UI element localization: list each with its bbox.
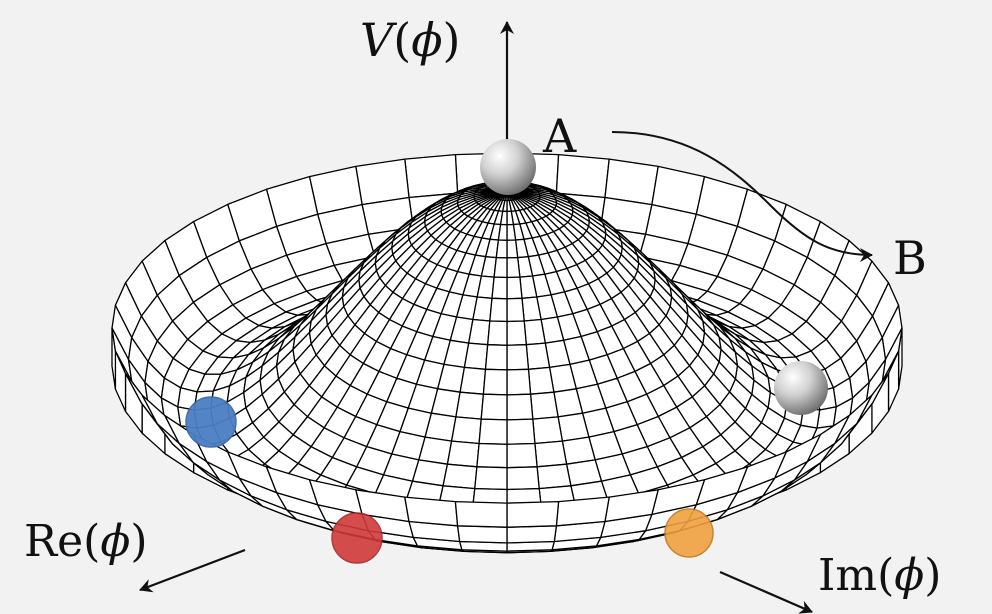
mesh-cell: [489, 297, 508, 323]
re-axis-label: Re(ϕ): [24, 516, 148, 567]
mesh-cell: [493, 256, 508, 279]
mesh-cell: [604, 158, 659, 206]
mesh-cell: [557, 412, 590, 442]
point-a-label: A: [542, 109, 577, 163]
potential-surface-mesh: [111, 152, 903, 554]
ball-blue: [185, 396, 237, 448]
mesh-cell: [484, 344, 508, 371]
mesh-cell: [482, 368, 508, 396]
mesh-cell: [456, 525, 508, 544]
mesh-cell: [506, 320, 527, 346]
mesh-cell: [468, 318, 491, 346]
mesh-cell: [525, 342, 551, 370]
re-axis-arrow: [139, 548, 246, 593]
mesh-cell: [506, 466, 540, 491]
ball-orange: [664, 508, 714, 558]
mesh-cell: [506, 442, 538, 469]
ball-right-gray: [774, 361, 828, 415]
mesh-cell: [463, 342, 489, 370]
mesh-cell: [446, 440, 480, 468]
mesh-cell: [506, 393, 534, 421]
mesh-cell: [495, 239, 508, 259]
mesh-cell: [506, 239, 519, 259]
ball-top-gray: [480, 139, 536, 195]
mesh-cell: [442, 463, 478, 490]
mesh-cell: [474, 466, 508, 491]
mesh-cell: [476, 442, 508, 469]
mesh-cell: [536, 463, 572, 490]
point-b-label: B: [893, 231, 927, 285]
mesh-cell: [506, 418, 536, 445]
im-axis-arrow: [719, 570, 813, 614]
mesh-cell: [534, 440, 568, 468]
mesh-cell: [506, 368, 532, 396]
mesh-cell: [555, 496, 610, 527]
mesh-cell: [506, 297, 525, 323]
mesh-cell: [523, 318, 546, 346]
mesh-cell: [491, 276, 508, 300]
mesh-cell: [532, 416, 564, 445]
im-axis-label: Im(ϕ): [818, 550, 941, 601]
mesh-cell: [506, 500, 560, 528]
mesh-cell: [506, 344, 530, 371]
mesh-cell: [527, 366, 555, 395]
a-to-b-arrow: [611, 131, 873, 262]
mesh-cell: [506, 276, 523, 300]
mesh-cell: [506, 525, 558, 544]
mesh-cell: [455, 391, 485, 420]
v-axis-label: V(ϕ): [360, 13, 461, 67]
mesh-cell: [355, 158, 410, 206]
mesh-cell: [404, 153, 459, 199]
mesh-cell: [454, 500, 508, 528]
mesh-cell: [478, 418, 508, 445]
mesh-cell: [497, 223, 508, 241]
mesh-cell: [459, 366, 487, 395]
mesh-cell: [487, 320, 508, 346]
mesh-cell: [529, 391, 559, 420]
mesh-cell: [506, 223, 517, 241]
mesh-cell: [450, 416, 482, 445]
ball-red: [331, 512, 383, 564]
mesh-cell: [404, 496, 459, 527]
mesh-cell: [480, 393, 508, 421]
mesh-cell: [424, 412, 457, 442]
mesh-cell: [506, 256, 521, 279]
